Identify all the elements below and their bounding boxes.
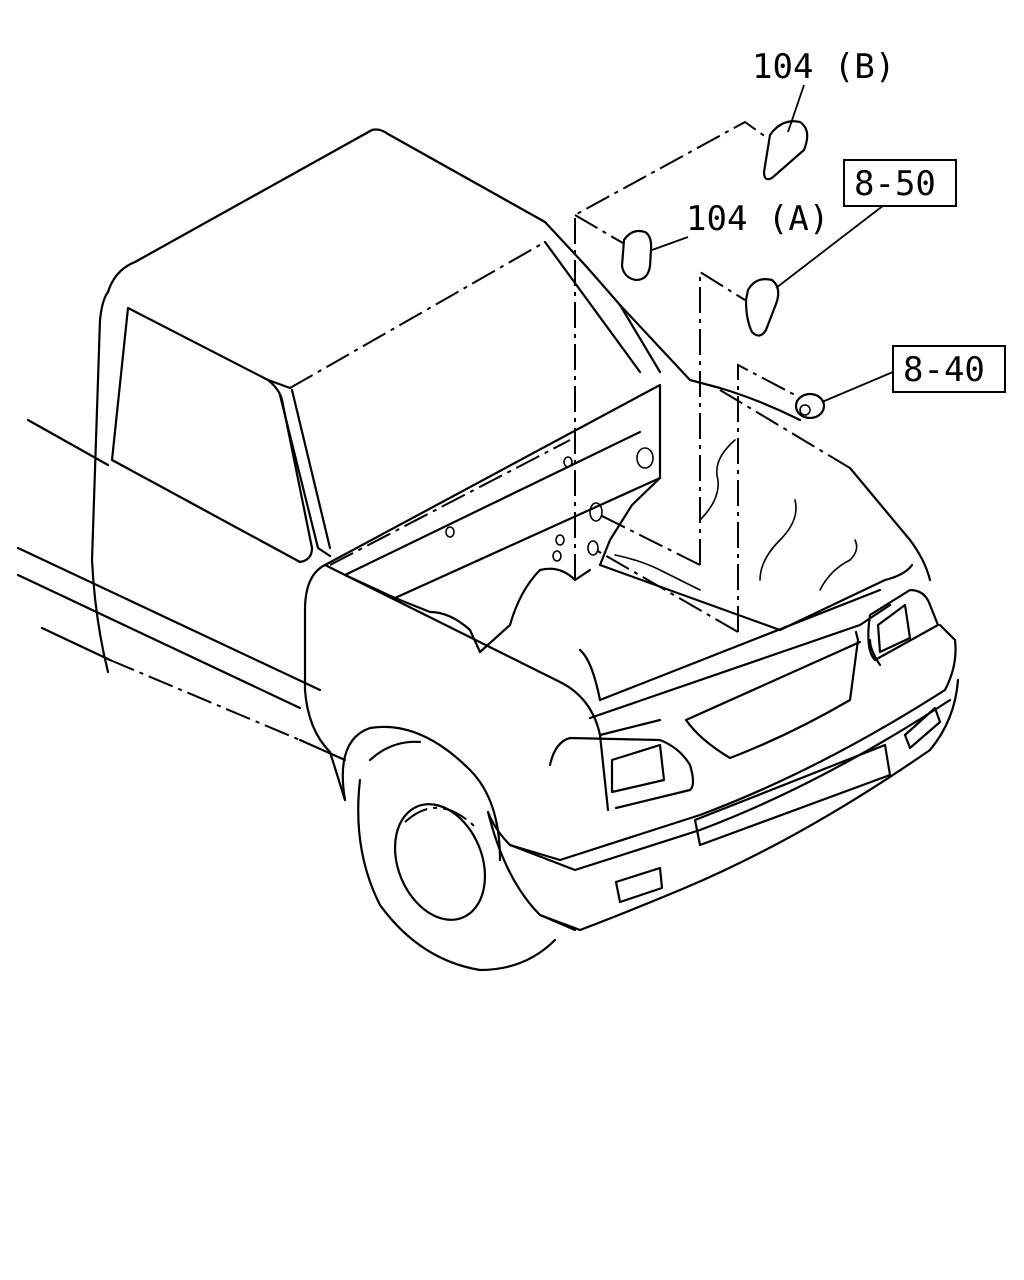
label-840: 8-40 [903, 350, 985, 390]
vehicle-body [16, 128, 960, 972]
part-104b-icon [762, 120, 809, 181]
part-840-icon [794, 392, 826, 420]
label-850: 8-50 [854, 164, 936, 204]
callout-leaders [651, 84, 894, 403]
ref-box-840 [892, 345, 1006, 393]
ref-box-850 [843, 159, 957, 207]
label-104a: 104 (A) [686, 199, 829, 239]
part-850-icon [744, 278, 780, 337]
label-104b: 104 (B) [752, 47, 895, 87]
leader-lines [574, 120, 796, 633]
part-104a-icon [620, 229, 653, 282]
